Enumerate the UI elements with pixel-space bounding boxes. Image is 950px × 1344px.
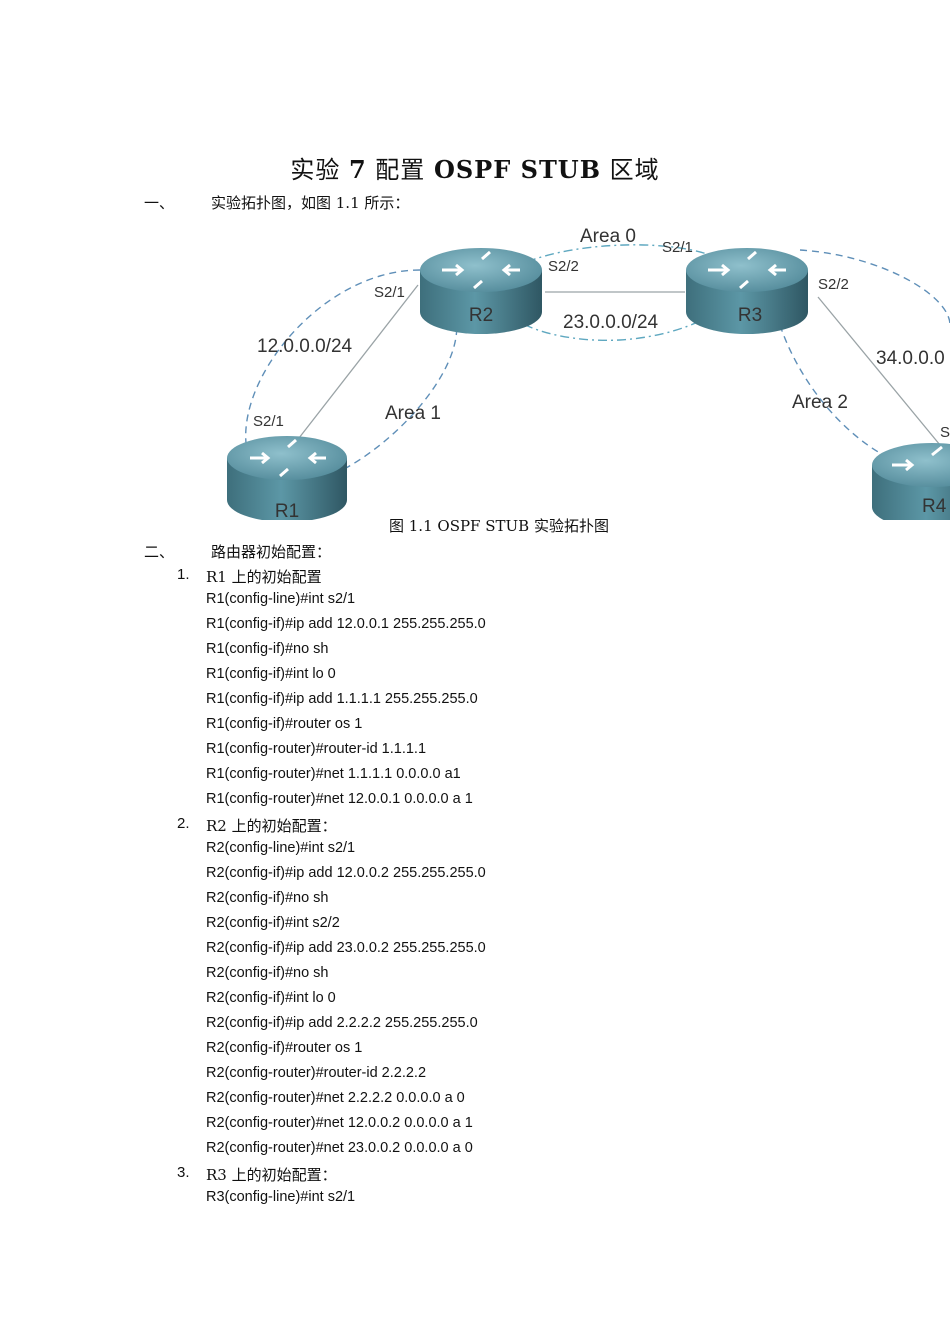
- area-2-label: Area 2: [792, 392, 848, 413]
- config-line: R2(config-if)#int s2/2: [206, 915, 340, 931]
- area-0-label: Area 0: [580, 226, 636, 247]
- config-line: R2(config-if)#no sh: [206, 965, 329, 981]
- router-r1-icon: R1: [227, 436, 347, 520]
- router-r3-label: R3: [738, 305, 762, 326]
- title-prefix: 实验: [290, 156, 349, 185]
- document-title: 实验 7 配置 OSPF STUB 区域: [0, 150, 950, 185]
- section-2-heading: 路由器初始配置：: [211, 543, 332, 561]
- topology-diagram: R1 R2 R3 R4 Area 0 Area 1 Area 2 12.0.0.…: [227, 226, 950, 520]
- r3-port-s2-1: S2/1: [662, 239, 693, 256]
- config-line: R2(config-if)#ip add 2.2.2.2 255.255.255…: [206, 1015, 478, 1031]
- router-r1-label: R1: [275, 501, 299, 520]
- router-r3-icon: R3: [686, 248, 808, 334]
- item-3-heading: R3 上的初始配置：: [206, 1166, 337, 1184]
- config-line: R1(config-router)#net 12.0.0.1 0.0.0.0 a…: [206, 791, 473, 807]
- item-3-number: 3.: [177, 1164, 190, 1181]
- link-r1-r2: [291, 284, 419, 448]
- config-line: R2(config-line)#int s2/1: [206, 840, 356, 856]
- router-r4-icon: R4: [872, 443, 950, 520]
- config-line: R1(config-if)#ip add 1.1.1.1 255.255.255…: [206, 691, 478, 707]
- config-line: R2(config-if)#int lo 0: [206, 990, 336, 1006]
- r3-port-s2-2: S2/2: [818, 276, 849, 293]
- figure-caption: 图 1.1 OSPF STUB 实验拓扑图: [389, 517, 609, 535]
- router-r2-label: R2: [469, 305, 493, 326]
- config-line: R1(config-if)#router os 1: [206, 716, 363, 732]
- config-line: R2(config-if)#no sh: [206, 890, 329, 906]
- router-r2-icon: R2: [420, 248, 542, 334]
- title-mid: 配置: [366, 156, 434, 185]
- item-1-number: 1.: [177, 566, 190, 583]
- item-2-number: 2.: [177, 815, 190, 832]
- config-line: R2(config-router)#router-id 2.2.2.2: [206, 1065, 427, 1081]
- network-23-label: 23.0.0.0/24: [563, 312, 659, 333]
- config-line: R1(config-router)#router-id 1.1.1.1: [206, 741, 427, 757]
- config-line: R2(config-router)#net 12.0.0.2 0.0.0.0 a…: [206, 1115, 473, 1131]
- config-line: R2(config-router)#net 23.0.0.2 0.0.0.0 a…: [206, 1140, 473, 1156]
- config-line: R1(config-if)#ip add 12.0.0.1 255.255.25…: [206, 616, 486, 632]
- config-line: R2(config-if)#router os 1: [206, 1040, 363, 1056]
- config-line: R2(config-if)#ip add 12.0.0.2 255.255.25…: [206, 865, 486, 881]
- title-suffix: 区域: [601, 156, 660, 185]
- link-r3-r4: [817, 296, 941, 446]
- r2-port-s2-1: S2/1: [374, 284, 405, 301]
- r2-port-s2-2: S2/2: [548, 258, 579, 275]
- network-34-label: 34.0.0.0: [876, 348, 945, 369]
- r1-port-s2-1: S2/1: [253, 413, 284, 430]
- config-line: R2(config-if)#ip add 23.0.0.2 255.255.25…: [206, 940, 486, 956]
- config-line: R2(config-router)#net 2.2.2.2 0.0.0.0 a …: [206, 1090, 465, 1106]
- title-bold: OSPF STUB: [433, 155, 602, 185]
- config-line: R3(config-line)#int s2/1: [206, 1189, 356, 1205]
- config-line: R1(config-if)#int lo 0: [206, 666, 336, 682]
- title-number: 7: [348, 155, 367, 185]
- item-2-heading: R2 上的初始配置：: [206, 817, 337, 835]
- section-1-number: 一、: [144, 194, 175, 212]
- item-1-heading: R1 上的初始配置: [206, 568, 322, 586]
- config-line: R1(config-if)#no sh: [206, 641, 329, 657]
- r4-port-s: S: [940, 424, 950, 441]
- section-1-heading: 实验拓扑图，如图 1.1 所示：: [211, 194, 410, 212]
- section-2-number: 二、: [144, 543, 175, 561]
- router-r4-label: R4: [922, 496, 947, 517]
- area-1-label: Area 1: [385, 403, 441, 424]
- network-12-label: 12.0.0.0/24: [257, 336, 353, 357]
- config-line: R1(config-router)#net 1.1.1.1 0.0.0.0 a1: [206, 766, 461, 782]
- config-line: R1(config-line)#int s2/1: [206, 591, 356, 607]
